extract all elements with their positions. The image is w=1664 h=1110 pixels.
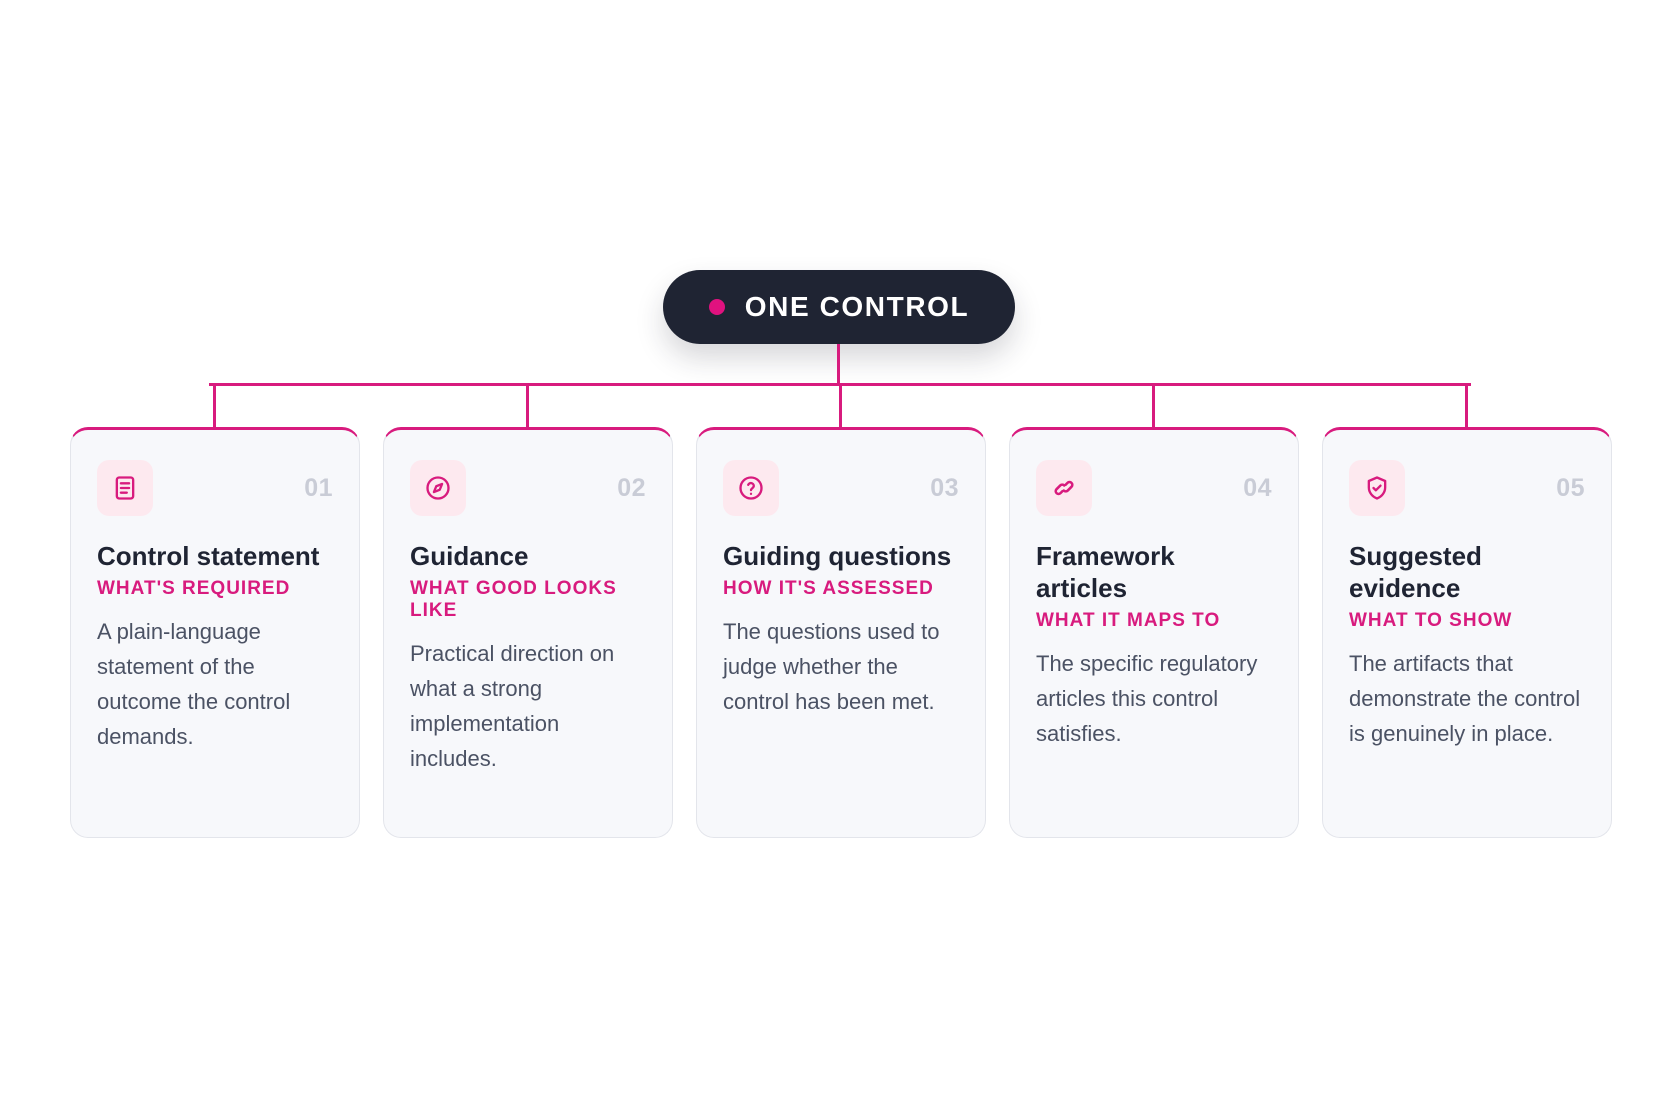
card-description: The specific regulatory articles this co… xyxy=(1036,651,1258,746)
card-description: Practical direction on what a strong imp… xyxy=(410,641,615,771)
card-guiding-questions: 03 Guiding questions HOW IT'S ASSESSED T… xyxy=(696,427,986,838)
card-subtitle: WHAT GOOD LOOKS LIKE xyxy=(410,578,617,621)
card-number: 03 xyxy=(930,473,959,502)
shield-check-icon xyxy=(1349,460,1405,516)
card-description: A plain-language statement of the outcom… xyxy=(97,619,291,749)
root-label: ONE CONTROL xyxy=(744,291,970,322)
card-title: Framework articles xyxy=(1036,541,1175,603)
card-number: 01 xyxy=(304,473,333,502)
link-icon xyxy=(1036,460,1092,516)
document-icon xyxy=(97,460,153,516)
connector-branch-5 xyxy=(1465,383,1468,428)
card-number: 04 xyxy=(1243,473,1272,502)
card-subtitle: WHAT'S REQUIRED xyxy=(97,578,291,599)
card-description: The questions used to judge whether the … xyxy=(723,619,940,714)
card-number: 02 xyxy=(617,473,646,502)
question-icon xyxy=(723,460,779,516)
card-title: Guiding questions xyxy=(723,541,952,571)
connector-branch-3 xyxy=(839,383,842,428)
card-title: Suggested evidence xyxy=(1349,541,1482,603)
connector-branch-2 xyxy=(526,383,529,428)
card-title: Control statement xyxy=(97,541,320,571)
card-control-statement: 01 Control statement WHAT'S REQUIRED A p… xyxy=(70,427,360,838)
connector-branch-4 xyxy=(1152,383,1155,428)
root-node: ONE CONTROL xyxy=(663,270,1015,344)
compass-icon xyxy=(410,460,466,516)
card-title: Guidance xyxy=(410,541,529,571)
card-subtitle: HOW IT'S ASSESSED xyxy=(723,578,934,599)
card-description: The artifacts that demonstrate the contr… xyxy=(1349,651,1581,746)
card-subtitle: WHAT IT MAPS TO xyxy=(1036,610,1221,631)
connector-trunk xyxy=(837,344,840,385)
card-suggested-evidence: 05 Suggested evidence WHAT TO SHOW The a… xyxy=(1322,427,1612,838)
card-subtitle: WHAT TO SHOW xyxy=(1349,610,1513,631)
card-guidance: 02 Guidance WHAT GOOD LOOKS LIKE Practic… xyxy=(383,427,673,838)
root-dot xyxy=(708,299,725,315)
card-framework-articles: 04 Framework articles WHAT IT MAPS TO Th… xyxy=(1009,427,1299,838)
card-number: 05 xyxy=(1556,473,1585,502)
connector-branch-1 xyxy=(213,383,216,428)
